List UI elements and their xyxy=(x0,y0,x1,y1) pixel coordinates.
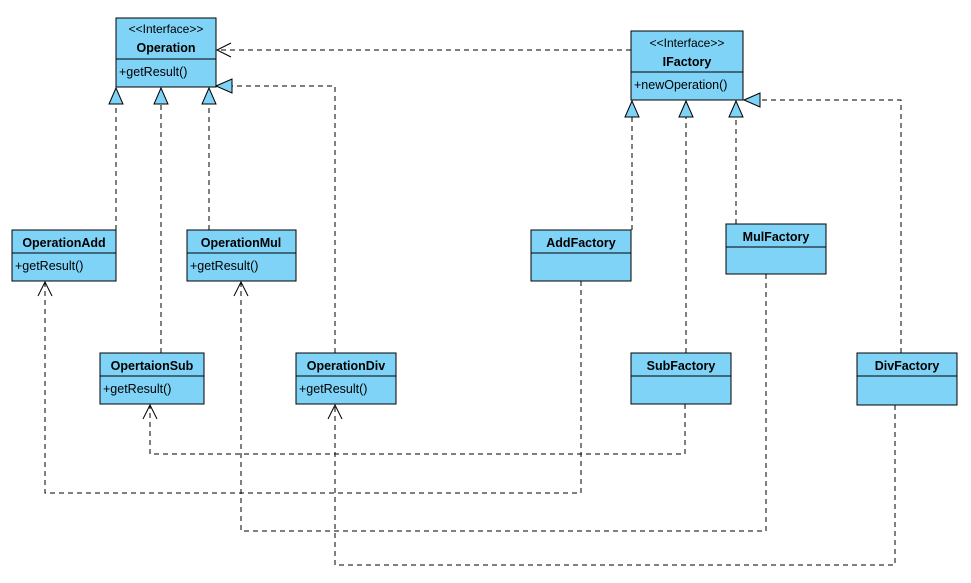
realization-arrowhead xyxy=(742,92,761,108)
realization-operationadd-operation xyxy=(108,86,124,230)
class-name: Operation xyxy=(136,41,195,55)
class-name: OpertaionSub xyxy=(111,359,194,373)
dependency-arrowhead xyxy=(327,403,343,420)
realization-arrowhead xyxy=(728,99,744,118)
class-method: +getResult() xyxy=(103,382,171,396)
dependency-mulfactory-operationmul xyxy=(233,274,767,532)
realization-operationmul-operation xyxy=(201,86,217,230)
realization-addfactory-ifactory xyxy=(624,99,640,230)
class-method: +getResult() xyxy=(190,259,258,273)
class-operationdiv[interactable]: OperationDiv +getResult() xyxy=(295,352,397,405)
realization-operationdiv-operation xyxy=(214,78,336,353)
realization-arrowhead xyxy=(624,99,640,118)
class-method: +getResult() xyxy=(15,259,83,273)
dependency-divfactory-operationdiv xyxy=(327,403,896,566)
class-divfactory[interactable]: DivFactory xyxy=(856,352,958,406)
class-name: OperationAdd xyxy=(22,236,105,250)
realization-subfactory-ifactory xyxy=(678,99,694,353)
dependency-arrowhead xyxy=(215,42,232,58)
realization-arrowhead xyxy=(678,99,694,118)
class-name: IFactory xyxy=(663,55,712,69)
dependency-addfactory-operationadd xyxy=(37,280,582,494)
class-name: MulFactory xyxy=(743,230,810,244)
realization-arrowhead xyxy=(201,86,217,105)
realization-arrowhead xyxy=(214,78,233,94)
class-method: +getResult() xyxy=(119,65,187,79)
class-method: +newOperation() xyxy=(634,78,727,92)
class-opertaionsub[interactable]: OpertaionSub +getResult() xyxy=(99,352,205,405)
class-operation[interactable]: <<Interface>> Operation +getResult() xyxy=(115,17,217,88)
dependency-subfactory-opertaionsub xyxy=(142,403,686,455)
dependency-arrowhead xyxy=(37,280,53,297)
relationships xyxy=(37,42,902,566)
class-name: OperationDiv xyxy=(307,359,386,373)
class-mulfactory[interactable]: MulFactory xyxy=(725,223,827,275)
dependency-arrowhead xyxy=(233,280,249,297)
realization-opertaionsub-operation xyxy=(153,86,169,353)
realization-arrowhead xyxy=(153,86,169,105)
realization-arrowhead xyxy=(108,86,124,105)
class-addfactory[interactable]: AddFactory xyxy=(530,229,632,282)
class-stereotype: <<Interface>> xyxy=(129,22,204,36)
class-name: OperationMul xyxy=(201,236,282,250)
class-operationadd[interactable]: OperationAdd +getResult() xyxy=(11,229,117,282)
class-name: DivFactory xyxy=(875,359,940,373)
class-operationmul[interactable]: OperationMul +getResult() xyxy=(186,229,297,282)
realization-divfactory-ifactory xyxy=(742,92,902,353)
realization-mulfactory-ifactory xyxy=(728,99,744,224)
class-name: SubFactory xyxy=(647,359,716,373)
class-stereotype: <<Interface>> xyxy=(650,36,725,50)
dependency-arrowhead xyxy=(142,403,158,420)
class-name: AddFactory xyxy=(546,236,616,250)
class-method: +getResult() xyxy=(299,382,367,396)
class-ifactory[interactable]: <<Interface>> IFactory +newOperation() xyxy=(630,30,744,101)
class-subfactory[interactable]: SubFactory xyxy=(630,352,732,405)
dependency-ifactory-operation xyxy=(215,42,631,58)
